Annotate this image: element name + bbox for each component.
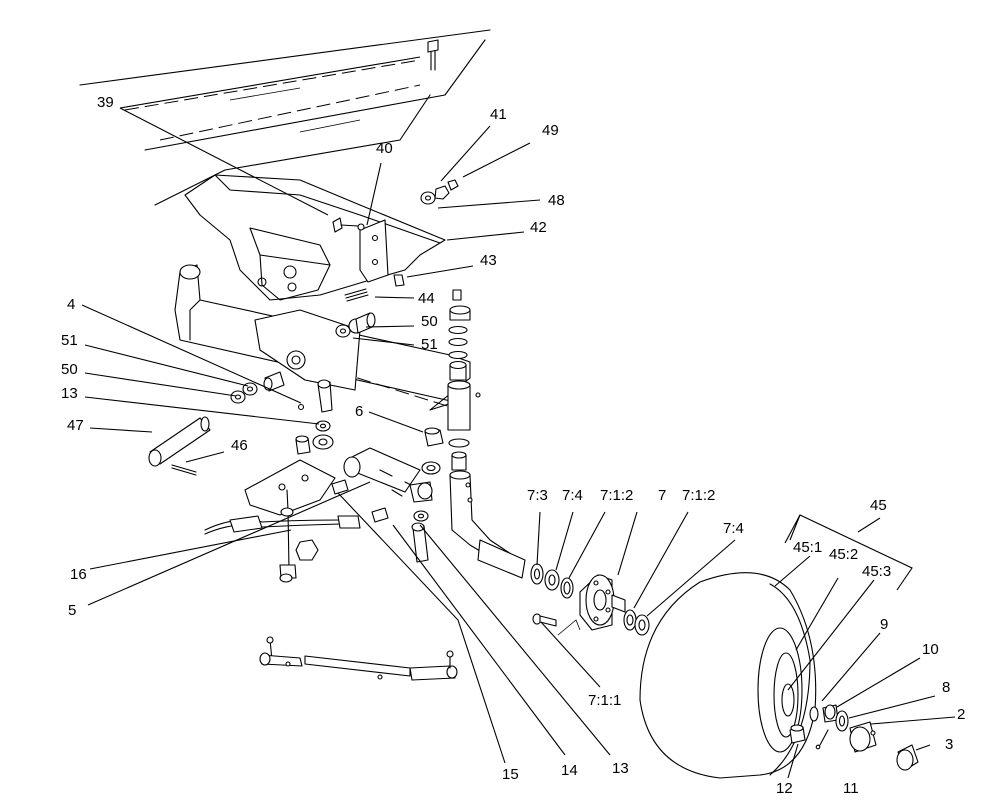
callout-51-upper: 51 [421,336,438,353]
callout-7-1-2-left: 7:1:2 [600,487,633,504]
hydraulic-hoses [204,515,361,535]
ball-joint [312,434,334,450]
callout-49: 49 [542,122,559,139]
callout-40: 40 [376,140,393,157]
callout-13-bottom: 13 [612,760,629,777]
callout-12: 12 [776,780,793,797]
mounting-plate [184,174,446,301]
washer-13-lower [413,510,429,522]
callout-16: 16 [70,566,87,583]
lower-bolt-left [279,489,297,583]
nut-49 [447,179,459,191]
hub-7 [579,574,626,631]
bracket [359,219,389,283]
leader-lines [81,56,956,779]
bushing-left-cyl [295,435,311,455]
callout-41: 41 [490,106,507,123]
spindle [449,470,526,579]
cotter-pin-46 [171,464,197,476]
nut-6 [424,427,444,447]
callout-47: 47 [67,417,84,434]
callout-13-left: 13 [61,385,78,402]
callout-50-upper: 50 [421,313,438,330]
bearing-8 [835,710,849,732]
bolt-39-side [332,217,365,233]
callout-labels: 39 40 41 49 48 42 43 44 50 51 4 51 50 13… [61,94,965,797]
cap-2 [849,721,877,753]
bearing-7-4a [544,569,560,591]
tie-rod [259,636,458,681]
callout-45: 45 [870,497,887,514]
bushing-50-upper [348,312,376,334]
callout-7-1-1: 7:1:1 [588,692,621,709]
bolt-39-top [427,39,439,71]
callout-5: 5 [68,602,76,619]
bearing-7-4b [634,614,650,636]
stud-7-1-1 [532,613,557,627]
washer-51-upper [335,324,351,338]
callout-10: 10 [922,641,939,658]
frame-rail [79,29,491,206]
nut-43 [393,274,405,287]
race-7-1-2b [623,609,637,631]
callout-7-1-2-right: 7:1:2 [682,487,715,504]
wheel-tire [639,572,817,779]
callout-48: 48 [548,192,565,209]
callout-44: 44 [418,290,435,307]
steering-cylinder [343,447,433,503]
washer-9 [809,706,819,722]
spring-44 [344,288,369,302]
bushing-left [263,371,285,392]
callout-14: 14 [561,762,578,779]
callout-8: 8 [942,679,950,696]
bolt-15 [411,522,429,563]
callout-50-left: 50 [61,361,78,378]
callout-42: 42 [530,219,547,236]
race-7-1-2a [560,577,574,599]
callout-7-4-right: 7:4 [723,520,744,537]
callout-7-4-left: 7:4 [562,487,583,504]
callout-46: 46 [231,437,248,454]
nut-41 [434,185,450,200]
washer-50-lower [230,390,246,404]
washer-13-upper [315,420,331,432]
callout-6: 6 [355,403,363,420]
callout-4: 4 [67,296,75,313]
washer-48 [420,191,436,205]
dust-cap-3 [896,744,919,771]
callout-7-3: 7:3 [527,487,548,504]
callout-9: 9 [880,616,888,633]
steering-bracket [244,459,336,516]
nut-5 [295,539,319,561]
callout-7: 7 [658,487,666,504]
axle-beam [174,264,471,411]
callout-45-2: 45:2 [829,546,858,563]
callout-51-left: 51 [61,332,78,349]
bolt-4 [297,379,333,413]
callout-39: 39 [97,94,114,111]
callout-43: 43 [480,252,497,269]
callout-15: 15 [502,766,519,783]
callout-11: 11 [843,780,859,797]
callout-45-3: 45:3 [862,563,891,580]
washer-spindle [421,461,441,475]
cotter-pin-11 [815,729,829,750]
bearing-7-3 [530,563,544,585]
callout-3: 3 [945,736,953,753]
kingpin-stack [447,289,481,471]
valve-stem-12 [789,724,806,744]
hydraulic-fittings [331,479,403,523]
callout-2: 2 [957,706,965,723]
pivot-pin-47 [148,416,211,467]
callout-45-1: 45:1 [793,539,822,556]
